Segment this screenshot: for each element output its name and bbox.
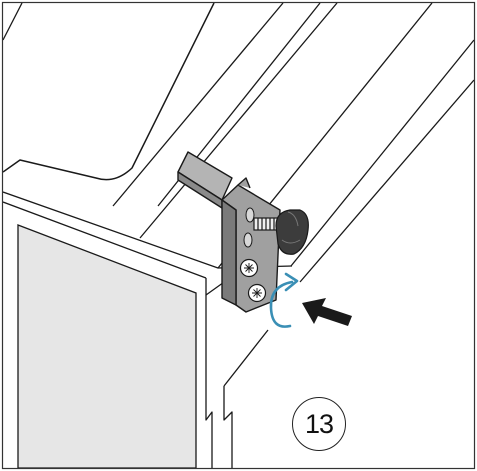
screw-icon xyxy=(239,258,259,278)
rail-line xyxy=(290,39,474,267)
adjustment-knob-icon xyxy=(253,209,309,255)
cabinet-top-outline xyxy=(3,3,215,181)
rail-line xyxy=(112,3,284,207)
front-panel xyxy=(17,224,197,469)
bracket-icon xyxy=(177,151,281,313)
push-arrow-icon xyxy=(302,298,352,326)
step-number: 13 xyxy=(304,408,334,439)
screw-icon xyxy=(247,283,267,303)
rotation-arrow-icon xyxy=(269,272,299,328)
rail-line xyxy=(299,79,474,283)
appliance-side-edge xyxy=(205,295,213,468)
rail-line xyxy=(3,3,23,41)
rail-line xyxy=(139,3,338,239)
appliance-top-edge-inner xyxy=(3,201,207,279)
appliance-side-edge xyxy=(223,386,233,468)
appliance-rear-edge xyxy=(223,329,269,387)
step-number-badge: 13 xyxy=(292,397,346,451)
